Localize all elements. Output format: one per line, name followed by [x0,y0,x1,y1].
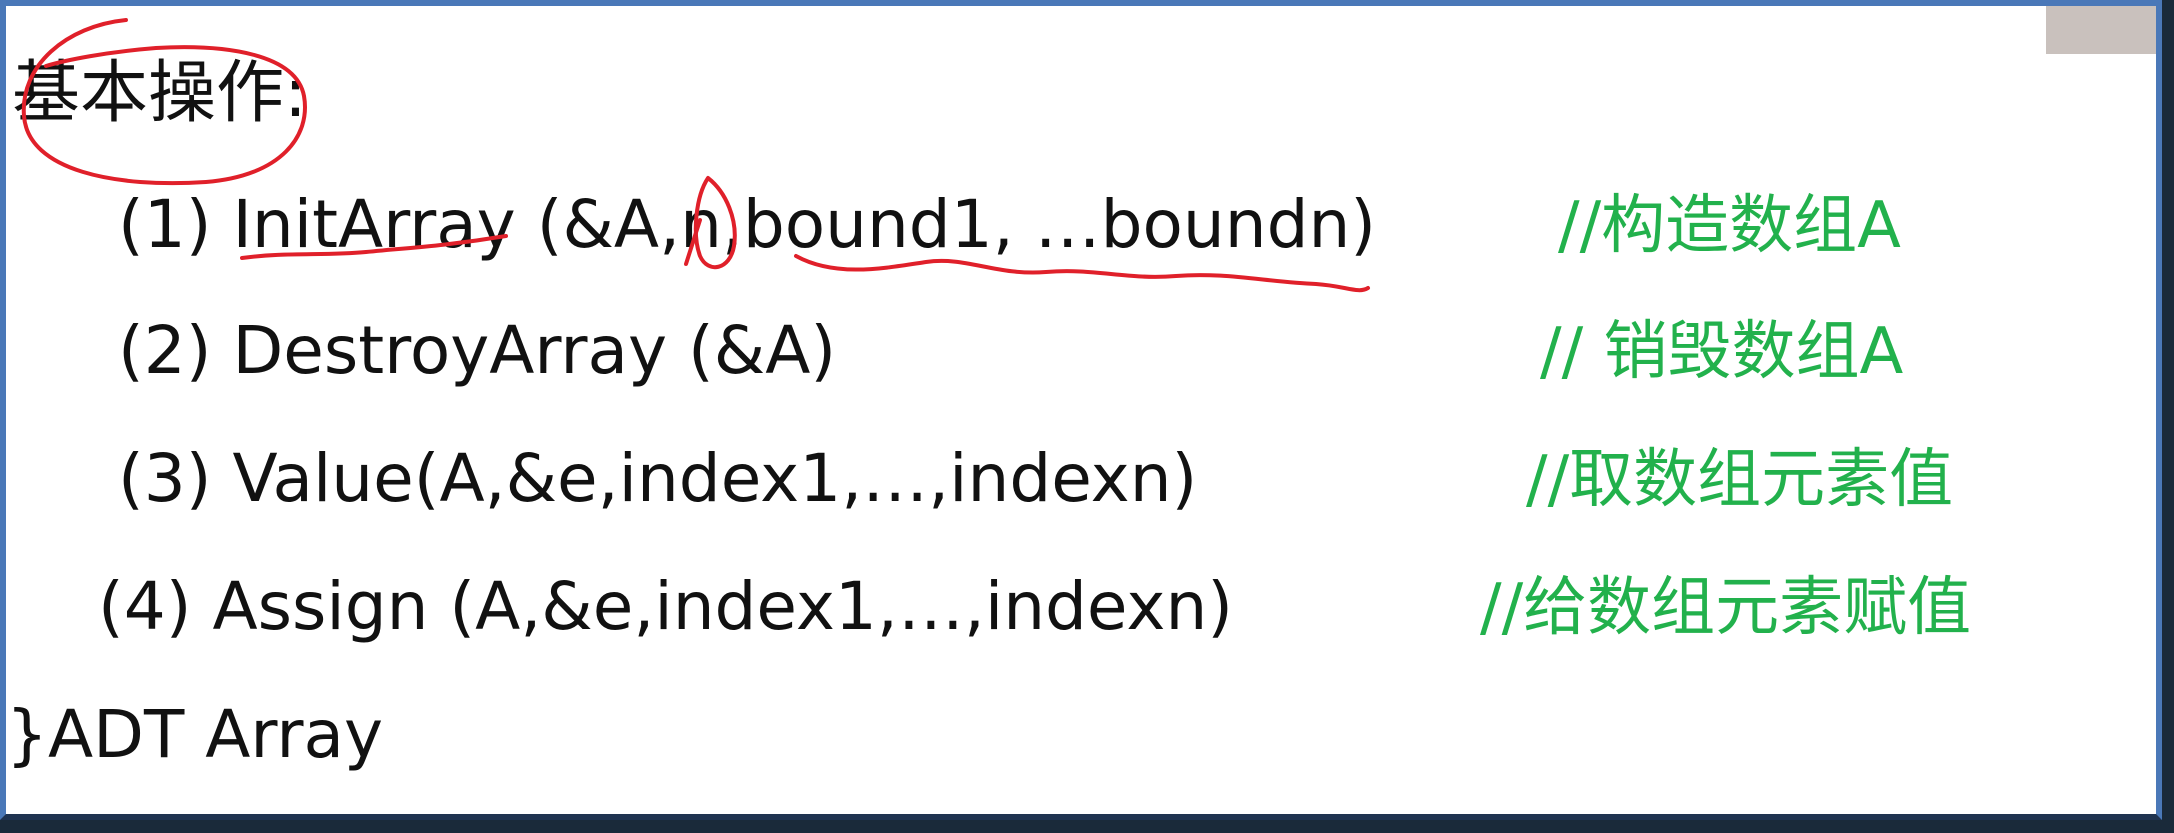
operation-line-1: (1) InitArray (&A,n,bound1, …boundn) [118,186,1377,263]
slide: 基本操作: (1) InitArray (&A,n,bound1, …bound… [0,0,2162,820]
corner-tab [2046,6,2156,54]
operation-line-4: (4) Assign (A,&e,index1,…,indexn) [98,568,1234,645]
heading: 基本操作: [12,54,307,133]
adt-footer: }ADT Array [6,696,384,773]
operation-comment-4: //给数组元素赋值 [1480,571,1972,645]
operation-line-3: (3) Value(A,&e,index1,…,indexn) [118,440,1198,517]
operation-comment-2: // 销毁数组A [1540,315,1904,389]
operation-comment-3: //取数组元素值 [1526,443,1954,517]
operation-line-2: (2) DestroyArray (&A) [118,312,837,389]
operation-comment-1: //构造数组A [1558,189,1901,263]
